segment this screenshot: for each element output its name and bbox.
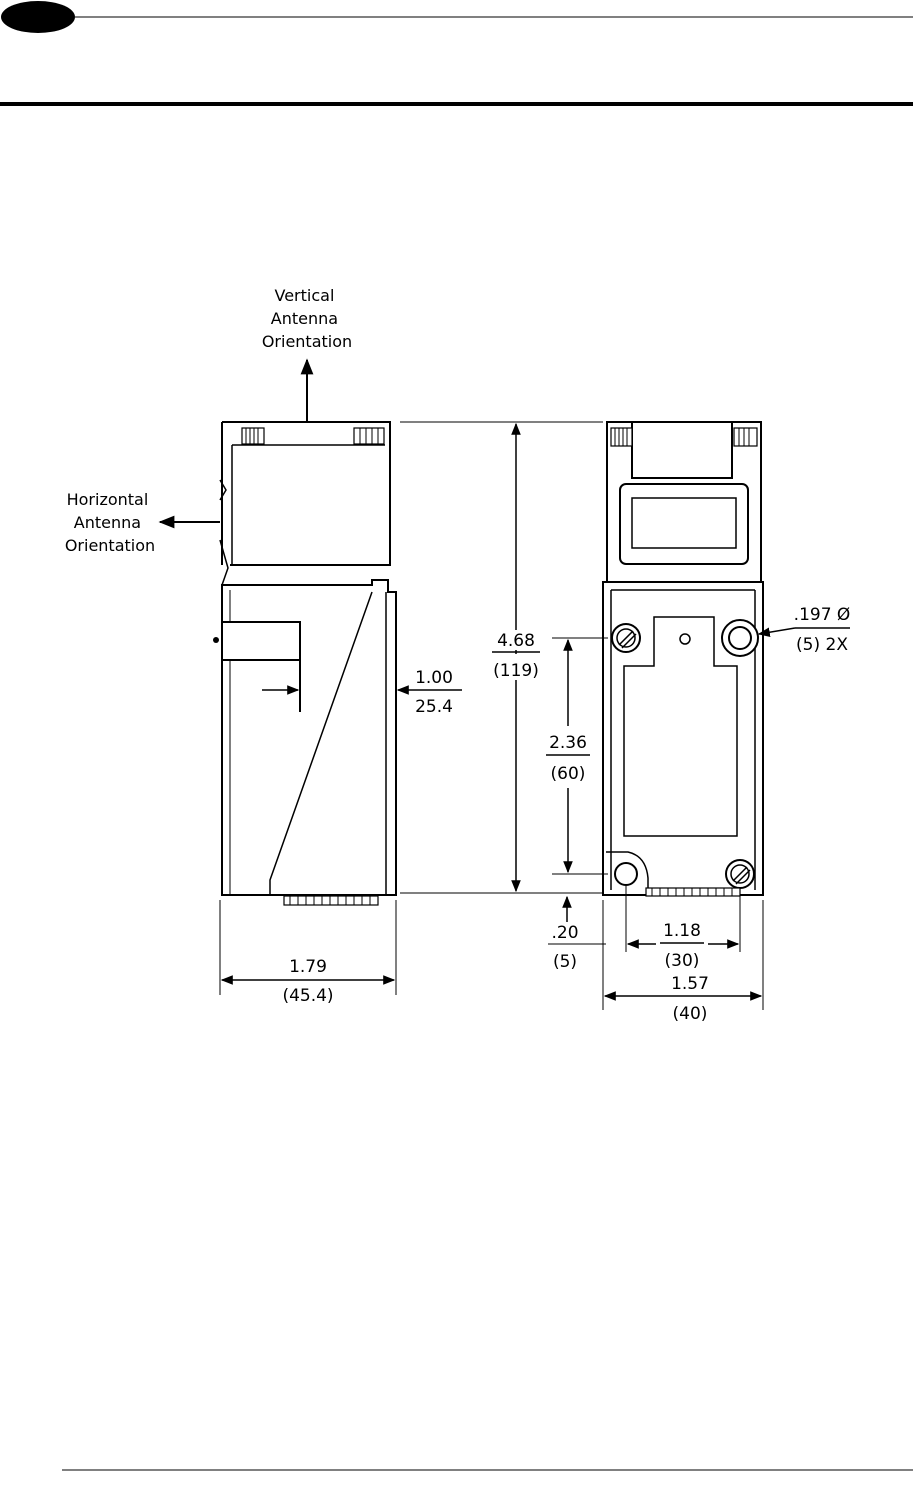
dim-hole-diameter-top: .197 Ø [794, 605, 851, 625]
dim-hole-offset-top: .20 [551, 923, 578, 943]
chapter-marker-icon [1, 1, 75, 33]
dim-hole-hspacing-top: 1.18 [663, 921, 701, 941]
dim-front-width-bottom: (40) [673, 1004, 708, 1024]
dim-hole-vspacing-bottom: (60) [551, 764, 586, 784]
dim-side-width-top: 1.79 [289, 957, 327, 977]
dim-hole-vspacing-top: 2.36 [549, 733, 587, 753]
side-view: Vertical Antenna Orientation Horizontal … [65, 286, 462, 1006]
front-view: 4.68 (119) 2.36 (60) .197 Ø (5) 2X .20 (… [400, 422, 850, 1024]
dim-height-bottom: (119) [493, 661, 539, 681]
dim-offset-top: 1.00 [415, 668, 453, 688]
dim-height-top: 4.68 [497, 631, 535, 651]
dim-side-width-bottom: (45.4) [282, 986, 333, 1006]
dim-front-width-top: 1.57 [671, 974, 709, 994]
dim-hole-offset-bottom: (5) [553, 952, 577, 972]
dim-hole-diameter-bottom: (5) 2X [796, 635, 848, 655]
horizontal-antenna-label: Horizontal Antenna Orientation [65, 490, 155, 555]
vertical-antenna-label: Vertical Antenna Orientation [262, 286, 352, 351]
dim-hole-hspacing-bottom: (30) [665, 951, 700, 971]
dim-offset-bottom: 25.4 [415, 697, 453, 717]
